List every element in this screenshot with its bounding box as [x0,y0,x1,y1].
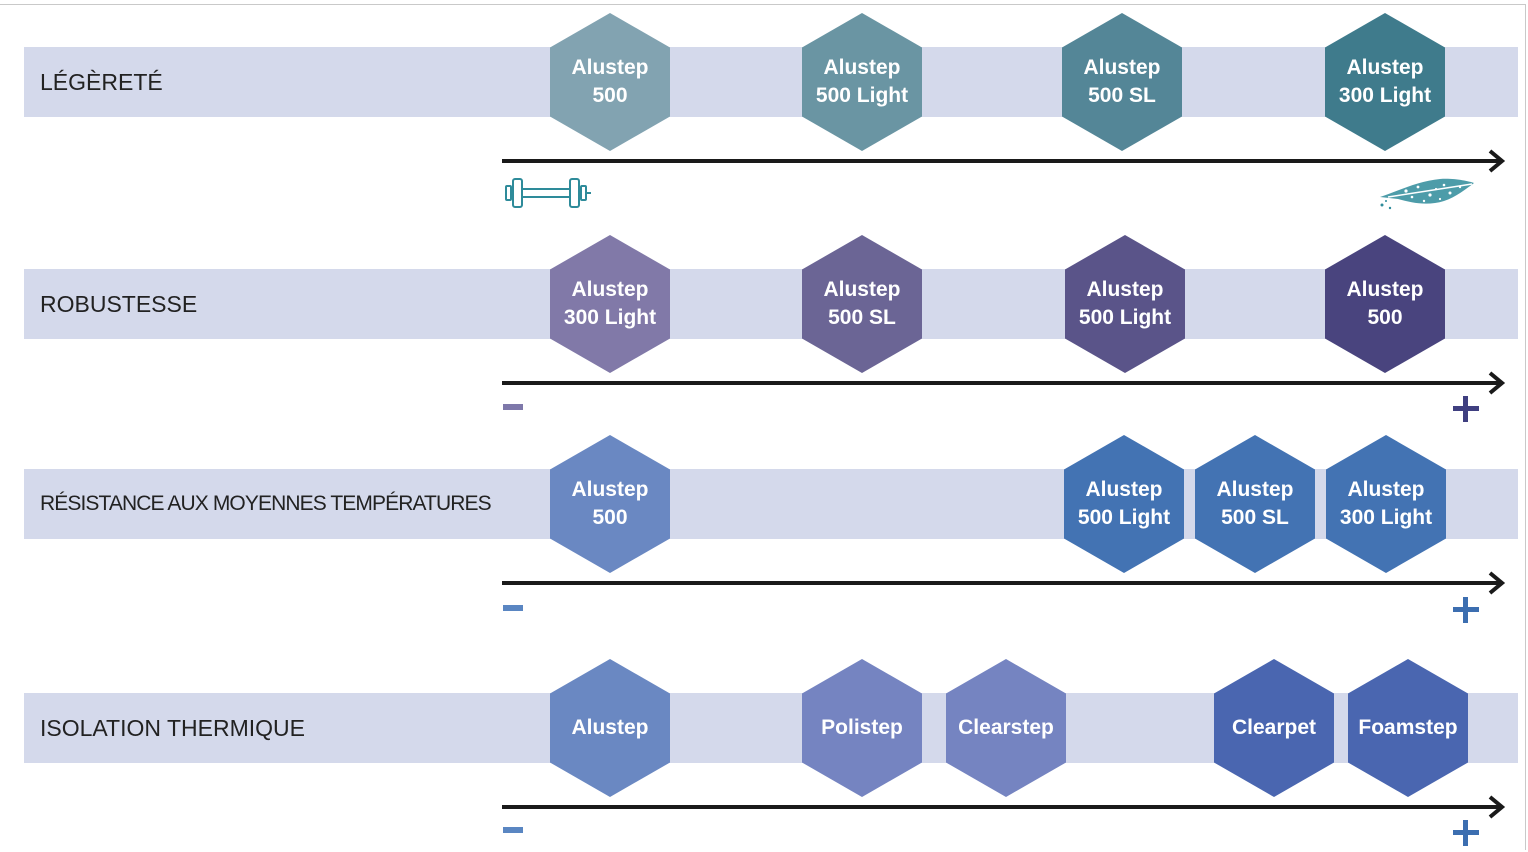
product-hexagon: Alustep 500 SL [802,235,922,373]
plus-icon [1453,820,1479,846]
product-variant: 500 [592,506,628,529]
product-hexagon: Alustep 300 Light [1326,435,1446,573]
product-variant: 300 Light [1339,506,1433,529]
scale-arrow [502,371,1506,395]
product-name: Clearstep [958,716,1054,739]
product-name: Alustep [1347,478,1425,501]
product-name: Alustep [571,478,649,501]
product-variant: 500 SL [828,306,896,329]
product-variant: 500 SL [1221,506,1289,529]
product-variant: 500 Light [815,84,909,107]
product-name: Clearpet [1231,716,1317,739]
scale-arrow [502,795,1506,819]
product-hexagon: Alustep 500 [550,435,670,573]
product-name: Foamstep [1358,716,1458,739]
minus-icon [503,827,523,833]
product-name: Alustep [571,716,649,739]
row-label: ROBUSTESSE [40,291,198,317]
product-hexagon: Clearstep [946,659,1066,797]
product-hexagon: Alustep 500 SL [1062,13,1182,151]
product-hexagon: Alustep 500 SL [1195,435,1315,573]
scale-arrow [502,149,1506,173]
row-label: ISOLATION THERMIQUE [40,715,305,741]
product-variant: 500 [592,84,628,107]
row-band [24,47,1518,117]
product-variant: 300 Light [1338,84,1432,107]
product-name: Alustep [1083,56,1161,79]
row-band [24,269,1518,339]
product-variant: 500 SL [1088,84,1156,107]
feather-icon [1380,178,1474,210]
product-name: Polistep [821,716,903,739]
product-hexagon: Polistep [802,659,922,797]
product-hexagon: Alustep 300 Light [1325,13,1445,151]
dumbbell-icon [505,178,591,208]
product-name: Alustep [571,278,649,301]
product-name: Alustep [571,56,649,79]
product-variant: 500 [1367,306,1403,329]
product-name: Alustep [823,56,901,79]
product-hexagon: Alustep 300 Light [550,235,670,373]
product-variant: 300 Light [563,306,657,329]
plus-icon [1453,597,1479,623]
product-name: Alustep [1216,478,1294,501]
product-name: Alustep [1086,278,1164,301]
row-label: LÉGÈRETÉ [40,69,163,95]
product-name: Alustep [1085,478,1163,501]
product-hexagon: Alustep [550,659,670,797]
product-name: Alustep [1346,278,1424,301]
product-hexagon: Alustep 500 Light [1064,435,1184,573]
minus-icon [503,404,523,410]
scale-arrow [502,571,1506,595]
plus-icon [1453,396,1479,422]
product-hexagon: Alustep 500 [550,13,670,151]
product-hexagon: Alustep 500 Light [802,13,922,151]
product-name: Alustep [1346,56,1424,79]
row-label: RÉSISTANCE AUX MOYENNES TEMPÉRATURES [40,492,492,515]
product-hexagon: Foamstep [1348,659,1468,797]
diagram-frame [0,4,1526,850]
product-hexagon: Alustep 500 [1325,235,1445,373]
minus-icon [503,605,523,611]
product-hexagon: Clearpet [1214,659,1334,797]
product-hexagon: Alustep 500 Light [1065,235,1185,373]
product-variant: 500 Light [1078,306,1172,329]
product-name: Alustep [823,278,901,301]
product-variant: 500 Light [1077,506,1171,529]
